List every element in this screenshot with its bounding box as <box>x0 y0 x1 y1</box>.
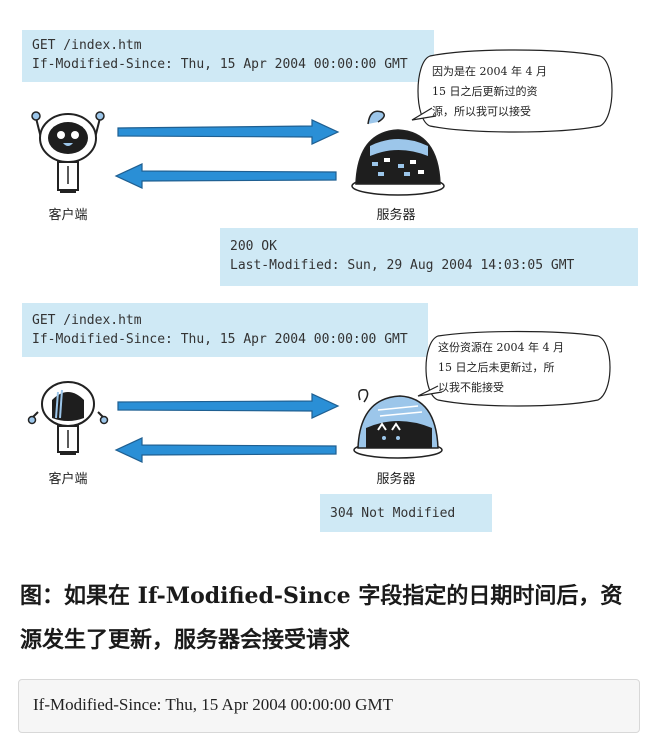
client-robot-icon <box>31 111 105 193</box>
server-label: 服务器 <box>376 208 416 223</box>
request-box-2: GET /index.htm If-Modified-Since: Thu, 1… <box>22 303 428 357</box>
code-example: If-Modified-Since: Thu, 15 Apr 2004 00:0… <box>18 679 640 733</box>
bubble-line: 以我不能接受 <box>438 381 504 394</box>
request-line-method: GET /index.htm <box>32 313 142 328</box>
speech-bubble-1 <box>411 49 613 133</box>
arrow-response-icon <box>114 163 337 189</box>
speech-bubble-2 <box>417 330 611 407</box>
figure-caption: 图：如果在 If-Modified-Since 字段指定的日期时间后，资源发生了… <box>20 583 623 653</box>
request-box-1: GET /index.htm If-Modified-Since: Thu, 1… <box>22 30 434 82</box>
response-box-2: 304 Not Modified <box>320 494 492 532</box>
arrow-response-icon <box>114 437 337 463</box>
bubble-line: 15 日之后更新过的资 <box>432 85 538 98</box>
request-line-method: GET /index.htm <box>32 38 142 53</box>
client-label: 客户端 <box>48 472 88 487</box>
client-label: 客户端 <box>48 208 88 223</box>
response-last-modified: Last-Modified: Sun, 29 Aug 2004 14:03:05… <box>230 258 575 273</box>
arrow-request-icon <box>117 393 340 419</box>
speech-bubble-text-2: 这份资源在 2004 年 4 月 15 日之后未更新过，所 以我不能接受 <box>438 338 610 398</box>
request-line-header: If-Modified-Since: Thu, 15 Apr 2004 00:0… <box>32 57 408 72</box>
response-status: 304 Not Modified <box>330 506 456 521</box>
arrow-request-icon <box>117 119 340 145</box>
server-robot-icon <box>351 110 445 196</box>
bubble-line: 源，所以我可以接受 <box>432 105 531 118</box>
response-status: 200 OK <box>230 239 277 254</box>
server-label: 服务器 <box>376 472 416 487</box>
bubble-line: 15 日之后未更新过，所 <box>438 361 555 374</box>
server-robot-sad-icon <box>353 388 443 459</box>
client-robot-sad-icon <box>27 381 109 455</box>
bubble-line: 因为是在 2004 年 4 月 <box>432 65 547 78</box>
response-box-1: 200 OK Last-Modified: Sun, 29 Aug 2004 1… <box>220 228 638 286</box>
request-line-header: If-Modified-Since: Thu, 15 Apr 2004 00:0… <box>32 332 408 347</box>
speech-bubble-text-1: 因为是在 2004 年 4 月 15 日之后更新过的资 源，所以我可以接受 <box>432 62 612 122</box>
bubble-line: 这份资源在 2004 年 4 月 <box>438 341 564 354</box>
